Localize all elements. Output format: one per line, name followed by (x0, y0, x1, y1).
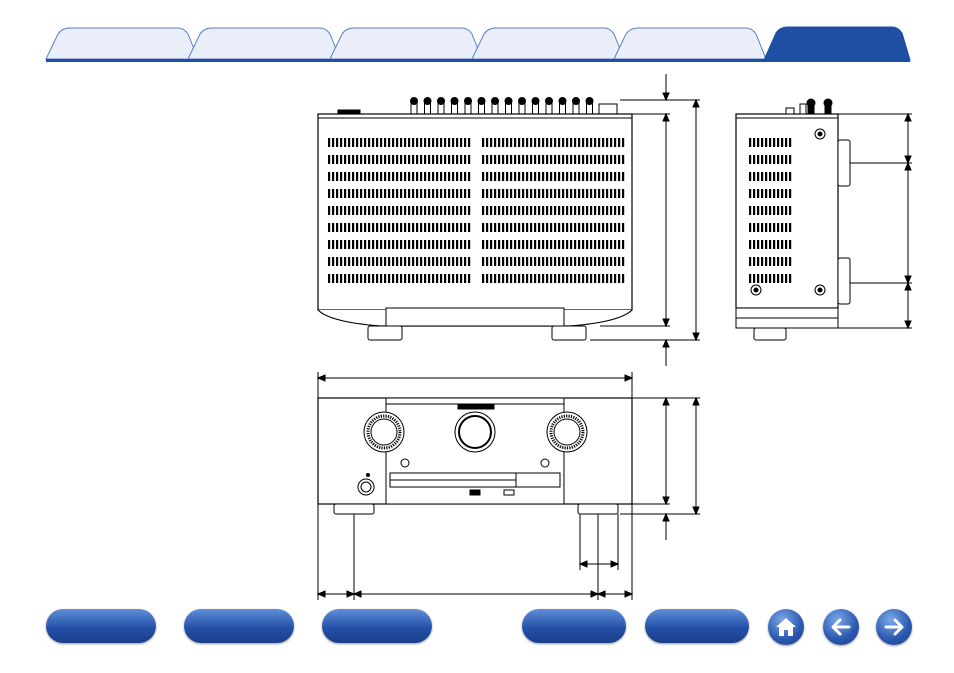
side-ventilation-slots (749, 138, 792, 283)
nav-button-1[interactable] (46, 609, 156, 643)
tab-6-active[interactable] (763, 26, 911, 61)
forward-button[interactable] (876, 609, 912, 645)
home-button[interactable] (768, 609, 804, 645)
back-arrow-icon (831, 618, 851, 636)
forward-arrow-icon (884, 618, 904, 636)
nav-button-4[interactable] (522, 609, 626, 643)
brand-logo (457, 403, 495, 410)
tab-2[interactable] (187, 27, 341, 60)
home-icon (776, 618, 796, 636)
tab-1[interactable] (45, 27, 199, 60)
side-view (735, 98, 912, 341)
tab-bar-underline (46, 59, 910, 62)
side-view-dimensions (838, 112, 912, 330)
front-view-dimensions (316, 372, 700, 600)
tab-3[interactable] (329, 27, 483, 60)
ventilation-slots (328, 138, 625, 283)
tab-4[interactable] (471, 27, 625, 60)
nav-button-2[interactable] (184, 609, 294, 643)
tab-5[interactable] (613, 27, 767, 60)
front-view (316, 372, 700, 600)
nav-button-3[interactable] (322, 609, 432, 643)
back-button[interactable] (823, 609, 859, 645)
top-view (317, 74, 700, 366)
top-view-dimensions (590, 74, 700, 366)
tab-bar (45, 26, 911, 62)
nav-button-5[interactable] (645, 609, 749, 643)
rear-terminals (410, 97, 594, 115)
